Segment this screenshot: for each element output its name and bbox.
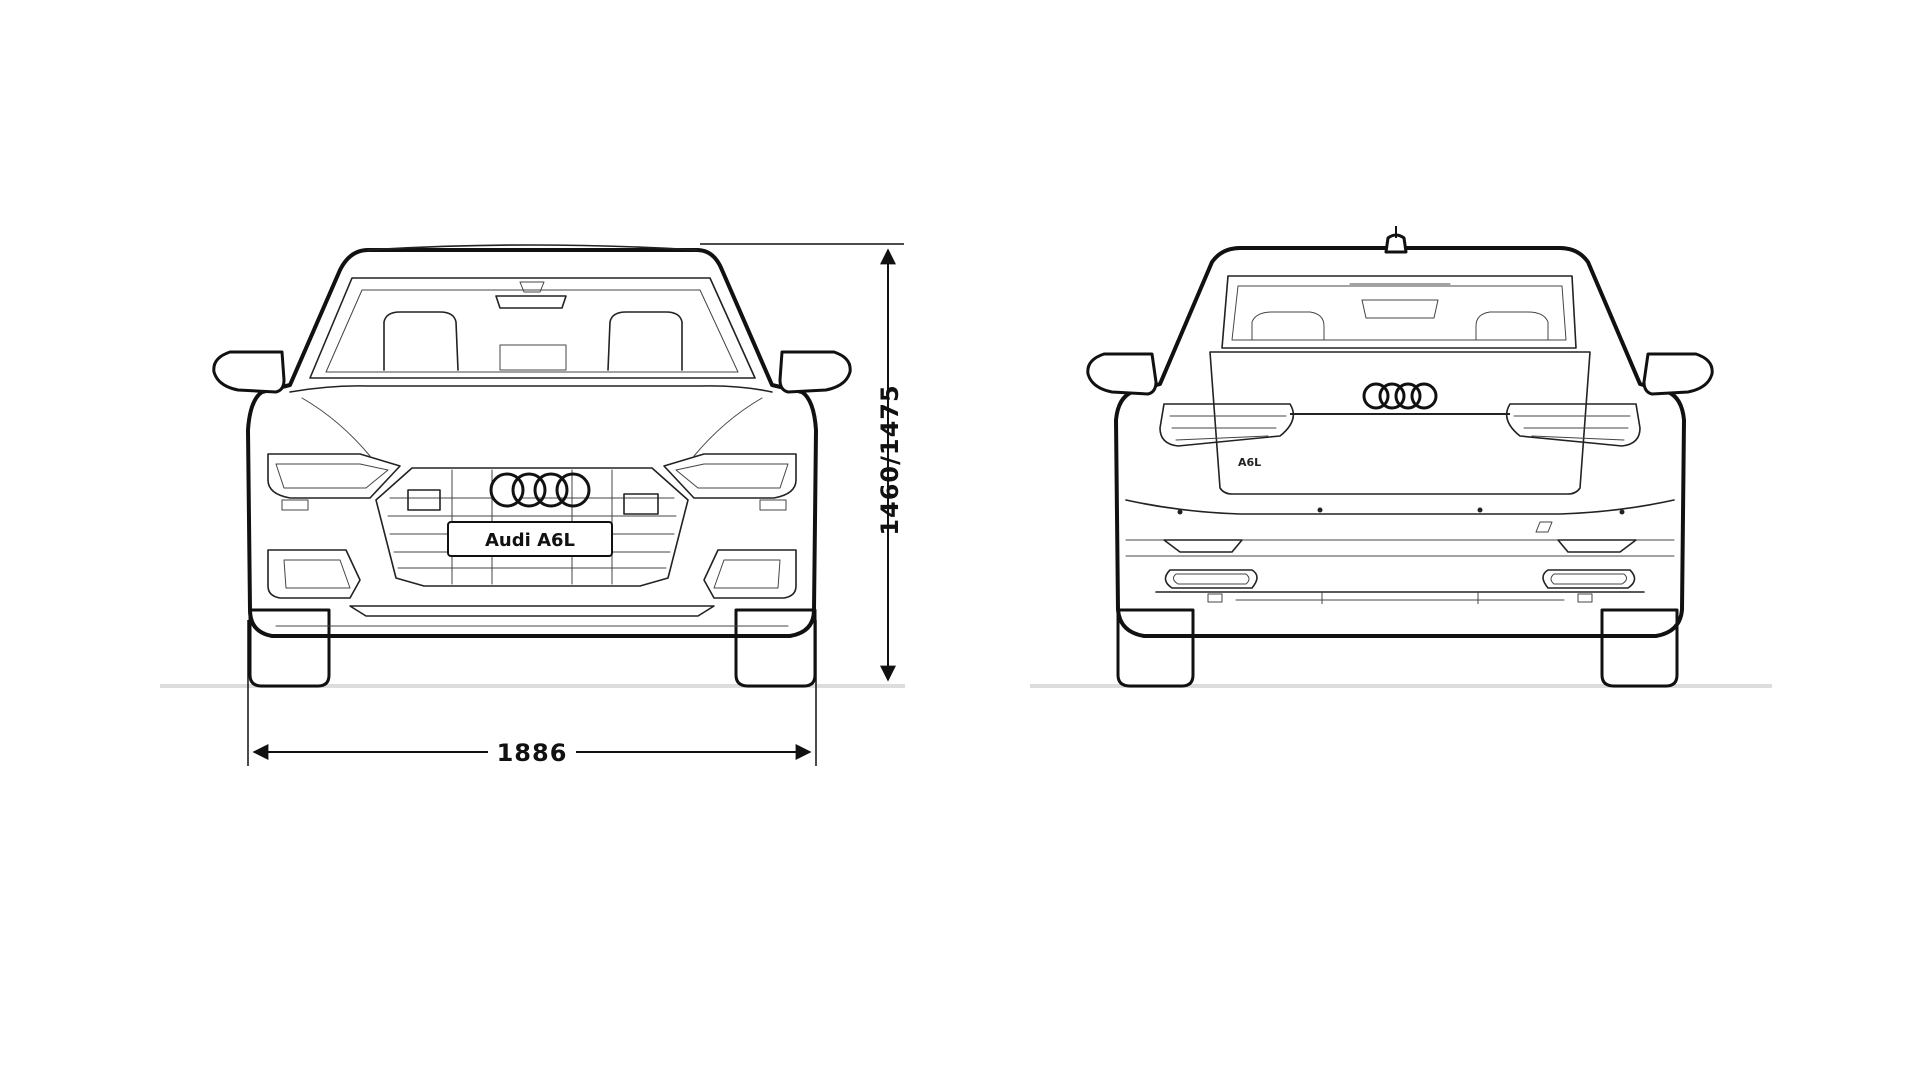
front-left-headlight [267,453,401,499]
audi-rings-logo-rear [1362,382,1438,410]
interior-mirror [495,295,567,309]
rear-headrest-right [1475,311,1549,341]
front-lower-lip [349,605,715,617]
rear-left-mirror [1086,352,1158,396]
front-hood [289,385,773,393]
width-dimension-label: 1886 [497,739,568,767]
front-seat-left [383,311,459,371]
rear-right-exhaust [1542,569,1636,589]
height-dimension: 1460/1475 [700,243,904,682]
rear-window [1221,275,1577,349]
rear-right-tire [1600,608,1679,688]
audi-rings-logo-front [489,472,591,508]
front-license-plate [447,521,613,557]
plate-text: Audi A6L [485,530,575,551]
rear-body-outline [1114,246,1686,638]
rear-left-tire [1116,608,1195,688]
rear-right-reflector [1557,539,1637,553]
width-dimension: 1886 [247,620,817,767]
front-grille [375,467,689,587]
rear-bumper [1125,499,1675,515]
rear-right-mirror [1642,352,1714,396]
front-sensor-right [623,493,659,515]
tow-hook-cover [1535,521,1553,533]
rear-headrest-left [1251,311,1325,341]
rear-view-car: A6L [1086,226,1714,688]
front-left-tire [248,608,331,688]
front-left-air-intake [267,549,361,599]
front-right-mirror [778,350,852,394]
front-view-car: Audi A6L [212,244,852,688]
rear-left-taillight [1159,403,1295,447]
front-right-air-intake [703,549,797,599]
height-dimension-label: 1460/1475 [876,384,904,535]
front-right-headlight [663,453,797,499]
front-right-tire [734,608,817,688]
rear-model-badge: A6L [1238,456,1261,469]
front-sensor-left [407,489,441,511]
rear-left-exhaust [1164,569,1258,589]
rear-trunk-lid [1209,351,1591,495]
rear-right-taillight [1505,403,1641,447]
front-left-mirror [212,350,286,394]
front-windshield [309,277,756,379]
rear-left-reflector [1163,539,1243,553]
front-seat-right [607,311,683,371]
front-roof-line [367,244,698,251]
